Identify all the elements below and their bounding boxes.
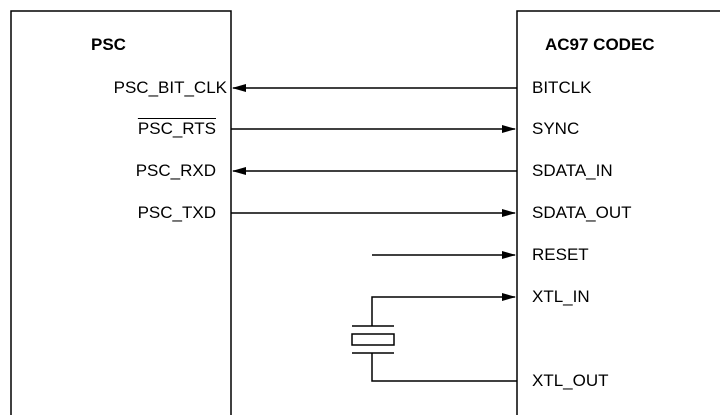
xtl-in-wire: [371, 293, 516, 326]
codec-reset-label: RESET: [532, 245, 589, 264]
xtl-out-wire: [371, 353, 517, 382]
codec-sdata-in-label: SDATA_IN: [532, 161, 613, 180]
psc-rxd-label: PSC_RXD: [135, 161, 216, 180]
codec-sync-label: SYNC: [532, 119, 580, 138]
codec-xtl-out-label: XTL_OUT: [532, 371, 609, 390]
psc-txd-label: PSC_TXD: [137, 203, 216, 222]
codec-bitclk-label: BITCLK: [532, 78, 592, 97]
codec-sdata-out-label: SDATA_OUT: [532, 203, 632, 222]
codec-block: [516, 10, 720, 415]
psc-title: PSC: [91, 35, 126, 54]
codec-xtl-in-label: XTL_IN: [532, 287, 590, 306]
psc-bit-clk-label: PSC_BIT_CLK: [113, 78, 227, 97]
psc-rts-label: PSC_RTS: [137, 119, 216, 138]
codec-title: AC97 CODEC: [545, 35, 655, 54]
psc-block: [10, 10, 232, 415]
crystal-symbol: [351, 325, 395, 354]
